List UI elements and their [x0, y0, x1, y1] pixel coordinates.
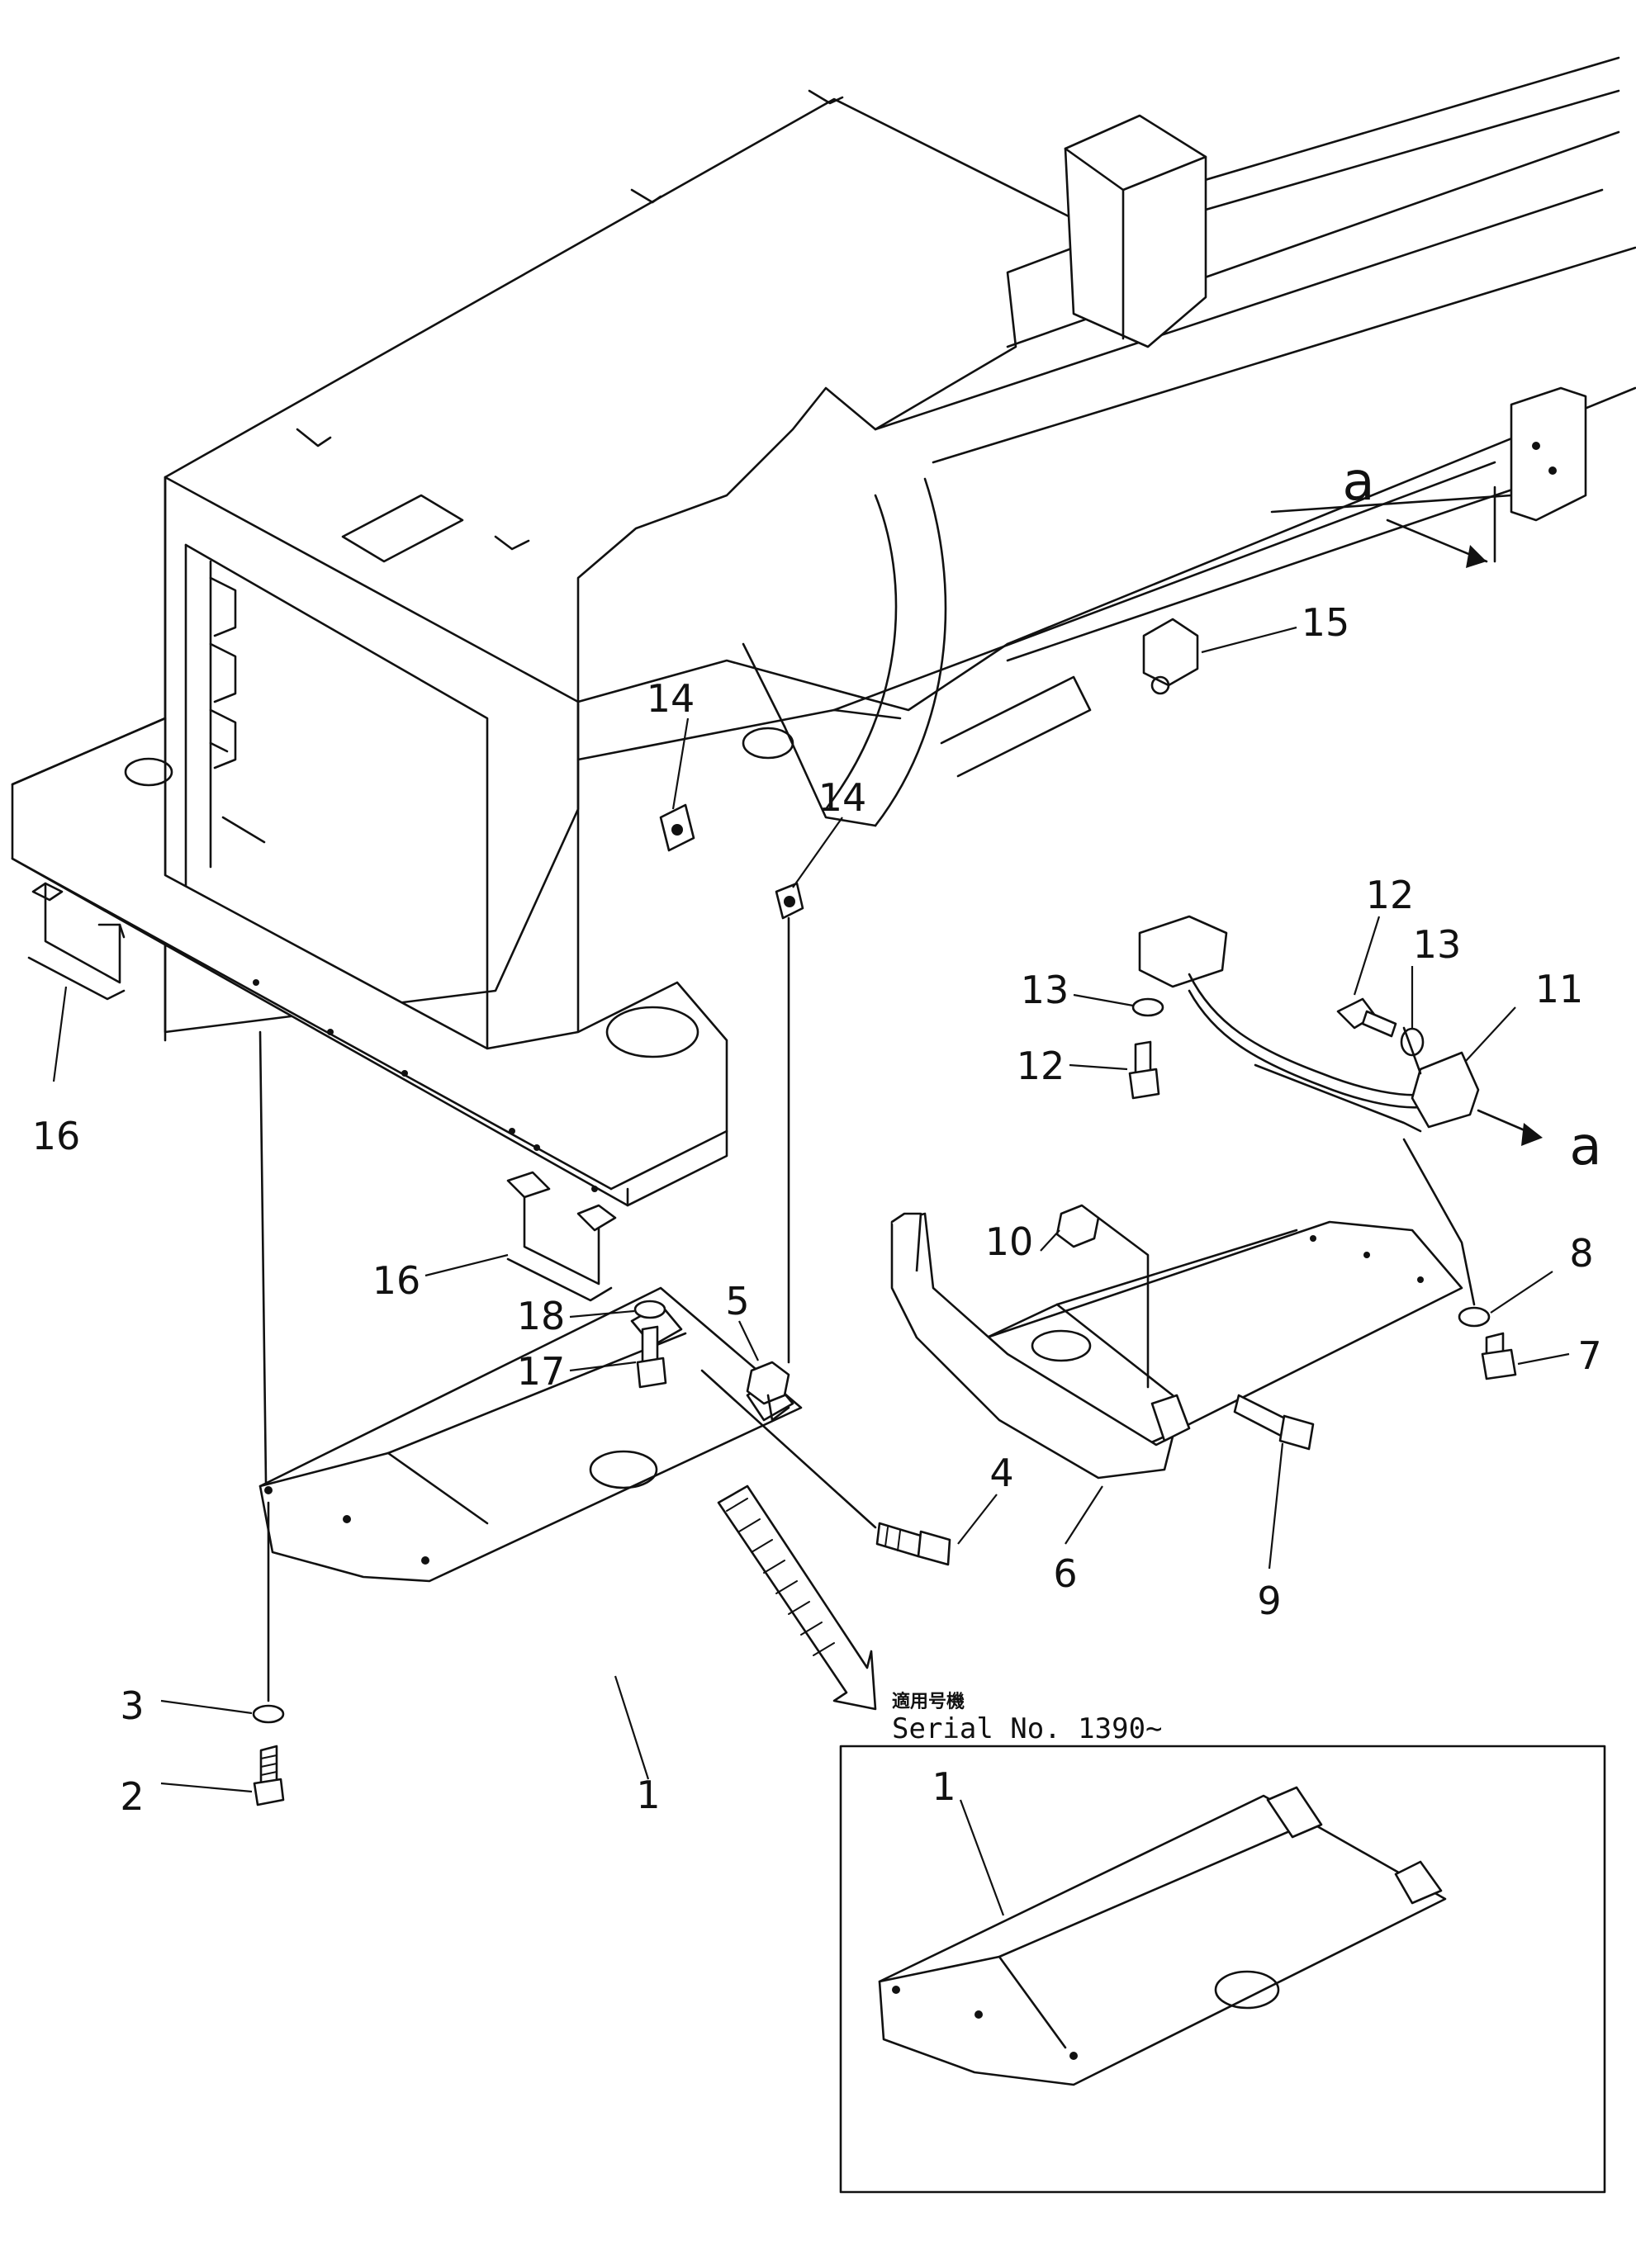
callout-16-left: 16 — [32, 1114, 81, 1158]
callout-9: 9 — [1257, 1579, 1281, 1623]
callout-1-inset: 1 — [932, 1764, 956, 1809]
serial-note: 適用号機 Serial No. 1390∼ — [892, 1691, 1163, 1745]
arrow-label-a-lower: a — [1569, 1116, 1601, 1177]
nut-5 — [746, 1361, 790, 1405]
bolt-17 — [636, 1325, 667, 1389]
callout-5: 5 — [725, 1279, 749, 1323]
stay-16-left — [27, 882, 126, 1001]
callout-15: 15 — [1302, 600, 1350, 645]
undercover-6 — [890, 1212, 1463, 1480]
callout-12-upper: 12 — [1366, 873, 1415, 917]
revolving-frame — [11, 56, 1636, 1207]
washer-3 — [252, 1704, 285, 1724]
callout-4: 4 — [989, 1451, 1013, 1495]
alignment-lines — [258, 916, 1476, 1702]
callout-13-lower: 13 — [1021, 968, 1069, 1012]
bolt-12-lower — [1128, 1040, 1160, 1100]
applicable-machine-label: 適用号機 — [892, 1691, 965, 1712]
callout-12-lower: 12 — [1017, 1044, 1065, 1088]
callout-13-upper: 13 — [1413, 922, 1462, 967]
callout-11: 11 — [1535, 967, 1584, 1011]
callout-7: 7 — [1577, 1333, 1601, 1378]
stay-11 — [1138, 915, 1480, 1133]
bolt-12-upper — [1336, 997, 1397, 1038]
inset-panel — [839, 1745, 1606, 2194]
callout-14-left: 14 — [647, 676, 695, 721]
arrow-a-upper — [1386, 485, 1496, 568]
callout-2: 2 — [120, 1774, 144, 1819]
callout-8: 8 — [1569, 1231, 1593, 1276]
bolt-4 — [875, 1522, 951, 1566]
bracket-14-left — [659, 803, 695, 852]
bolt-9 — [1233, 1394, 1315, 1451]
callout-6: 6 — [1053, 1551, 1077, 1596]
nut-10 — [1055, 1204, 1100, 1248]
serial-number-label: Serial No. 1390∼ — [892, 1712, 1163, 1745]
leader-lines — [52, 626, 1570, 1916]
arrow-a-lower — [1477, 1109, 1543, 1146]
washer-8 — [1458, 1306, 1491, 1328]
inset-undercover-1 — [878, 1786, 1447, 2086]
arrow-label-a-upper: a — [1342, 452, 1374, 513]
bracket-15 — [1142, 618, 1199, 695]
callout-17: 17 — [517, 1349, 566, 1394]
callout-10: 10 — [985, 1219, 1034, 1264]
callout-1: 1 — [636, 1773, 660, 1817]
callout-16-center: 16 — [372, 1258, 421, 1303]
stay-16-center — [506, 1171, 617, 1302]
bolt-7 — [1481, 1332, 1517, 1380]
inset-direction-arrow — [717, 1484, 877, 1711]
callout-14-right: 14 — [818, 775, 867, 820]
bracket-14-right — [775, 882, 804, 920]
callout-18: 18 — [517, 1294, 566, 1338]
washer-18 — [633, 1300, 666, 1319]
washer-13-lower — [1131, 997, 1164, 1017]
bolt-2 — [253, 1745, 285, 1806]
callout-3: 3 — [120, 1683, 144, 1728]
callout-labels: 1 1 2 3 4 5 6 7 8 9 10 11 12 12 13 13 14… — [32, 452, 1602, 1819]
